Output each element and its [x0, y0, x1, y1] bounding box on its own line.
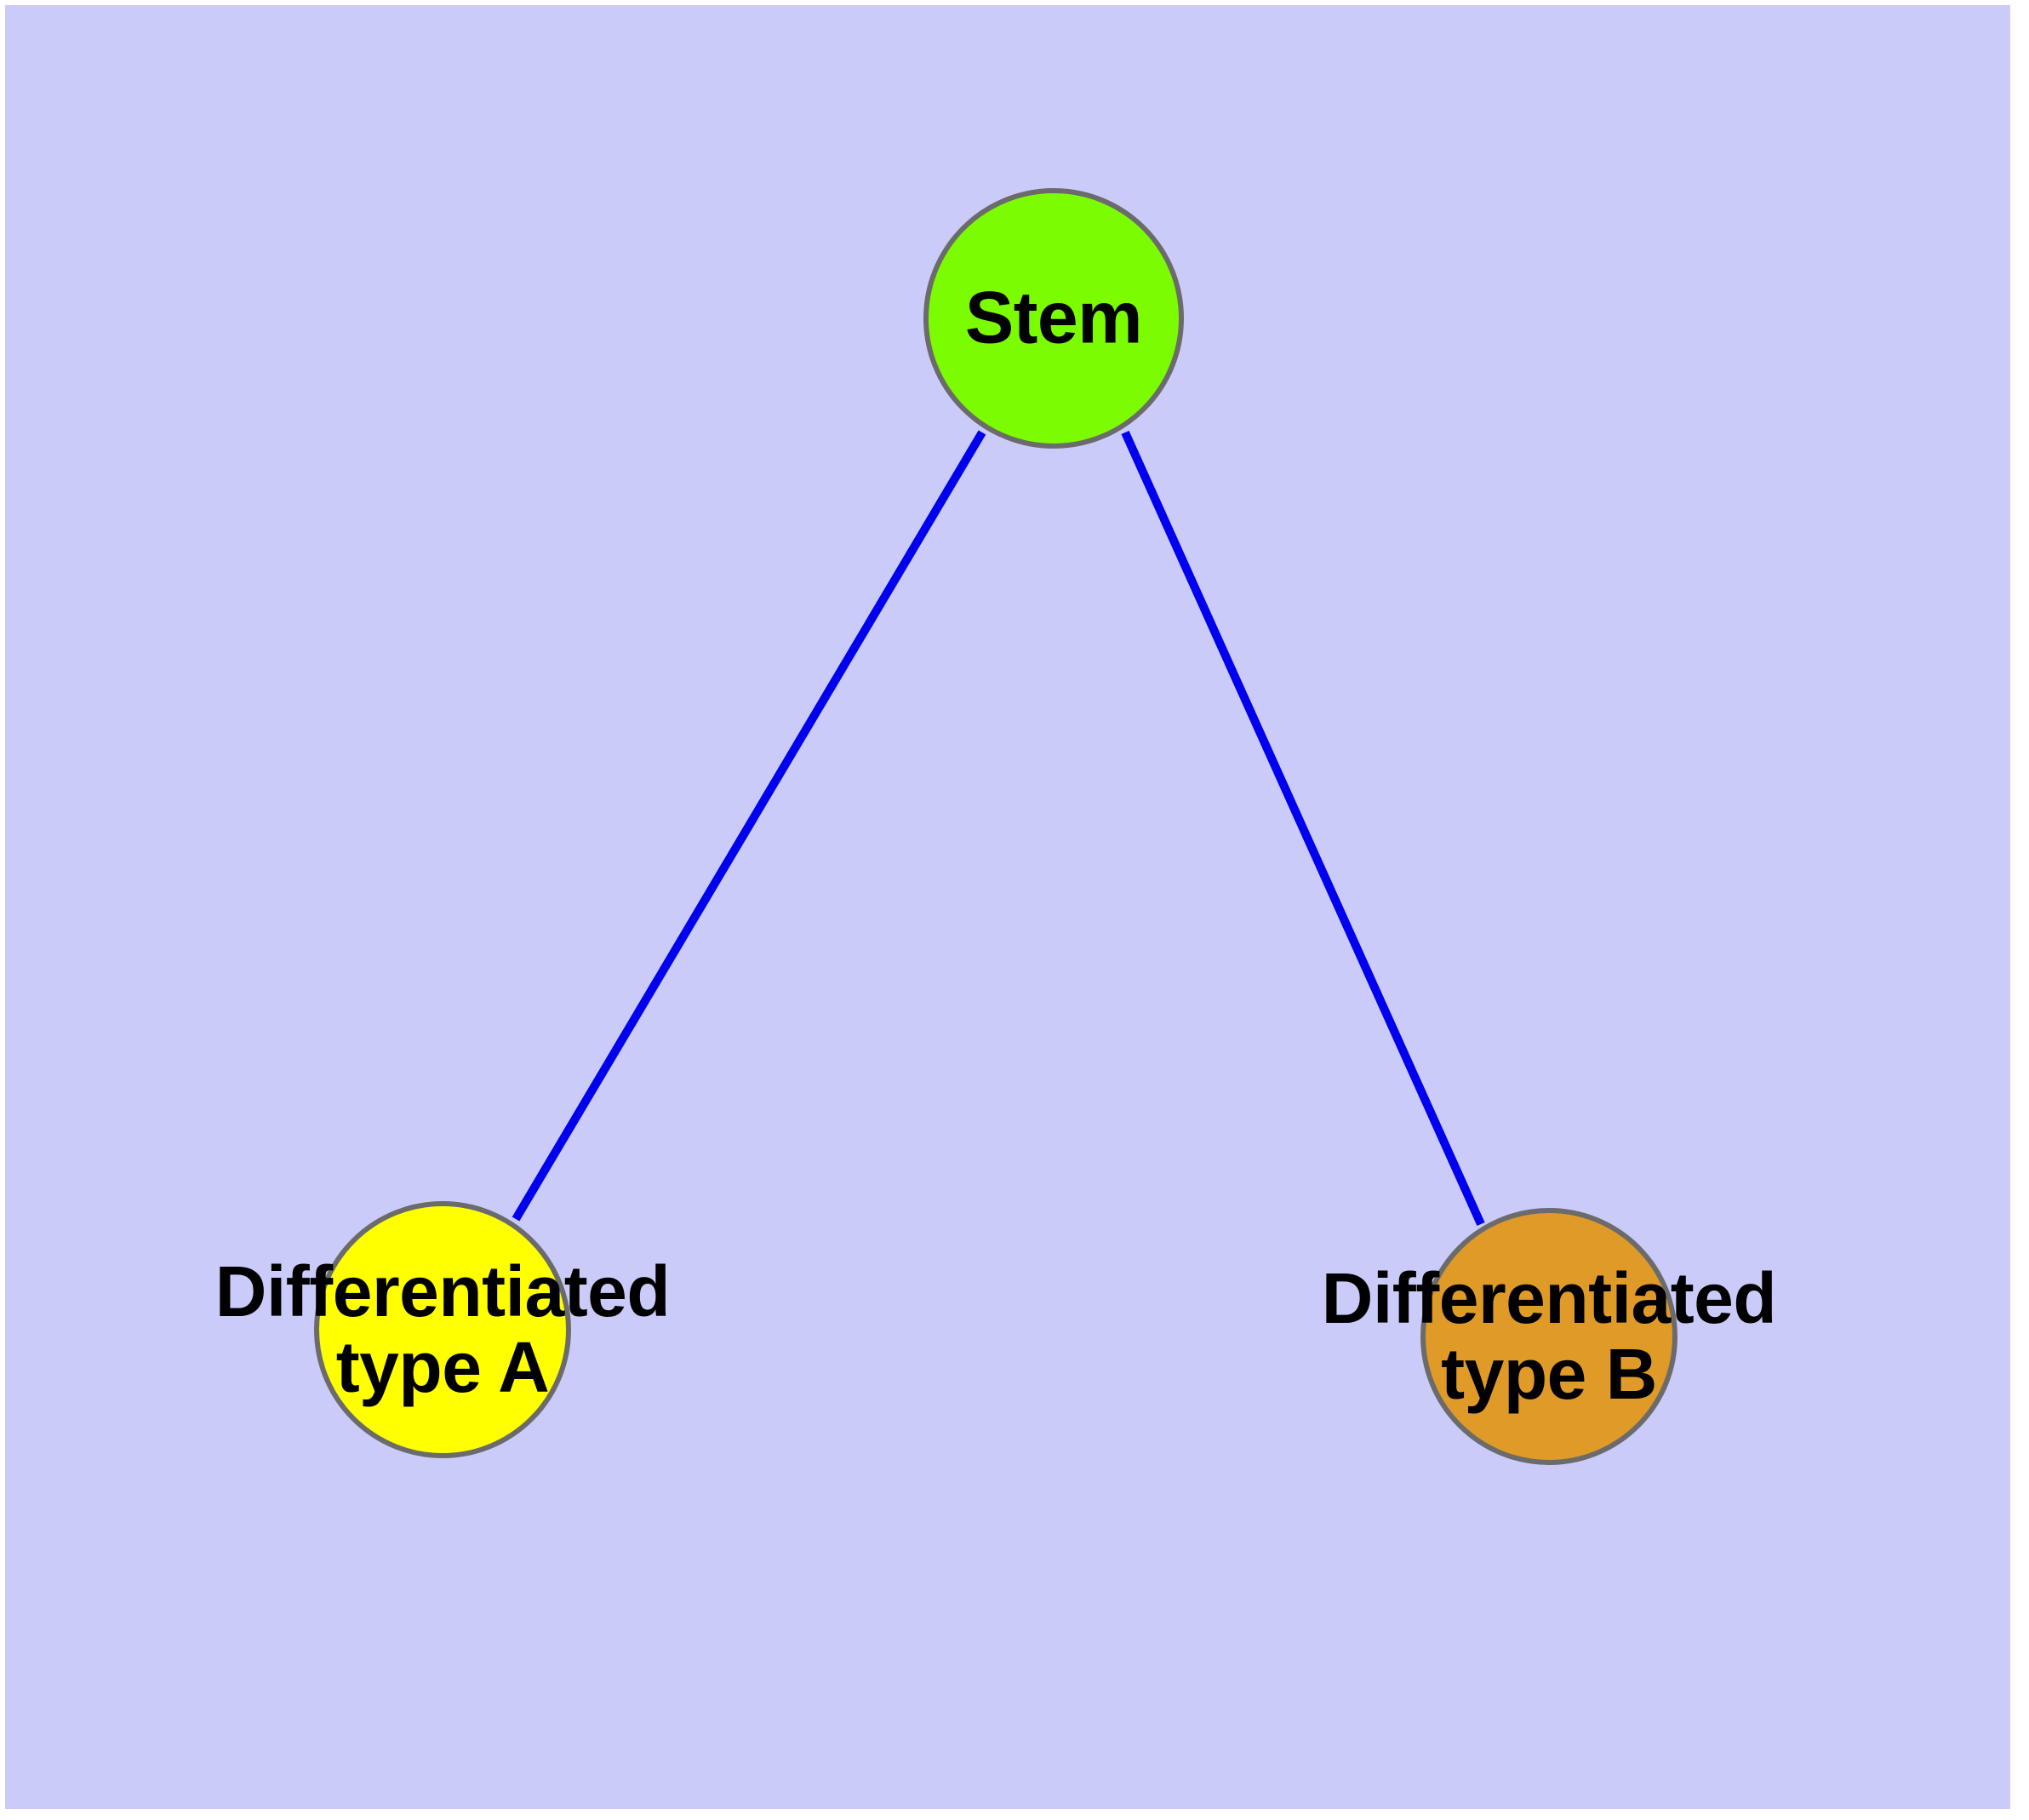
edge-layer [512, 430, 1485, 1227]
node-stem[interactable] [923, 188, 1184, 449]
edge-stem-to-differentiated-type-b [1121, 430, 1485, 1227]
node-layer [314, 188, 1677, 1465]
edge-stem-to-differentiated-type-a [512, 430, 986, 1222]
node-differentiated-type-a[interactable] [314, 1201, 571, 1458]
node-differentiated-type-b[interactable] [1420, 1208, 1677, 1465]
